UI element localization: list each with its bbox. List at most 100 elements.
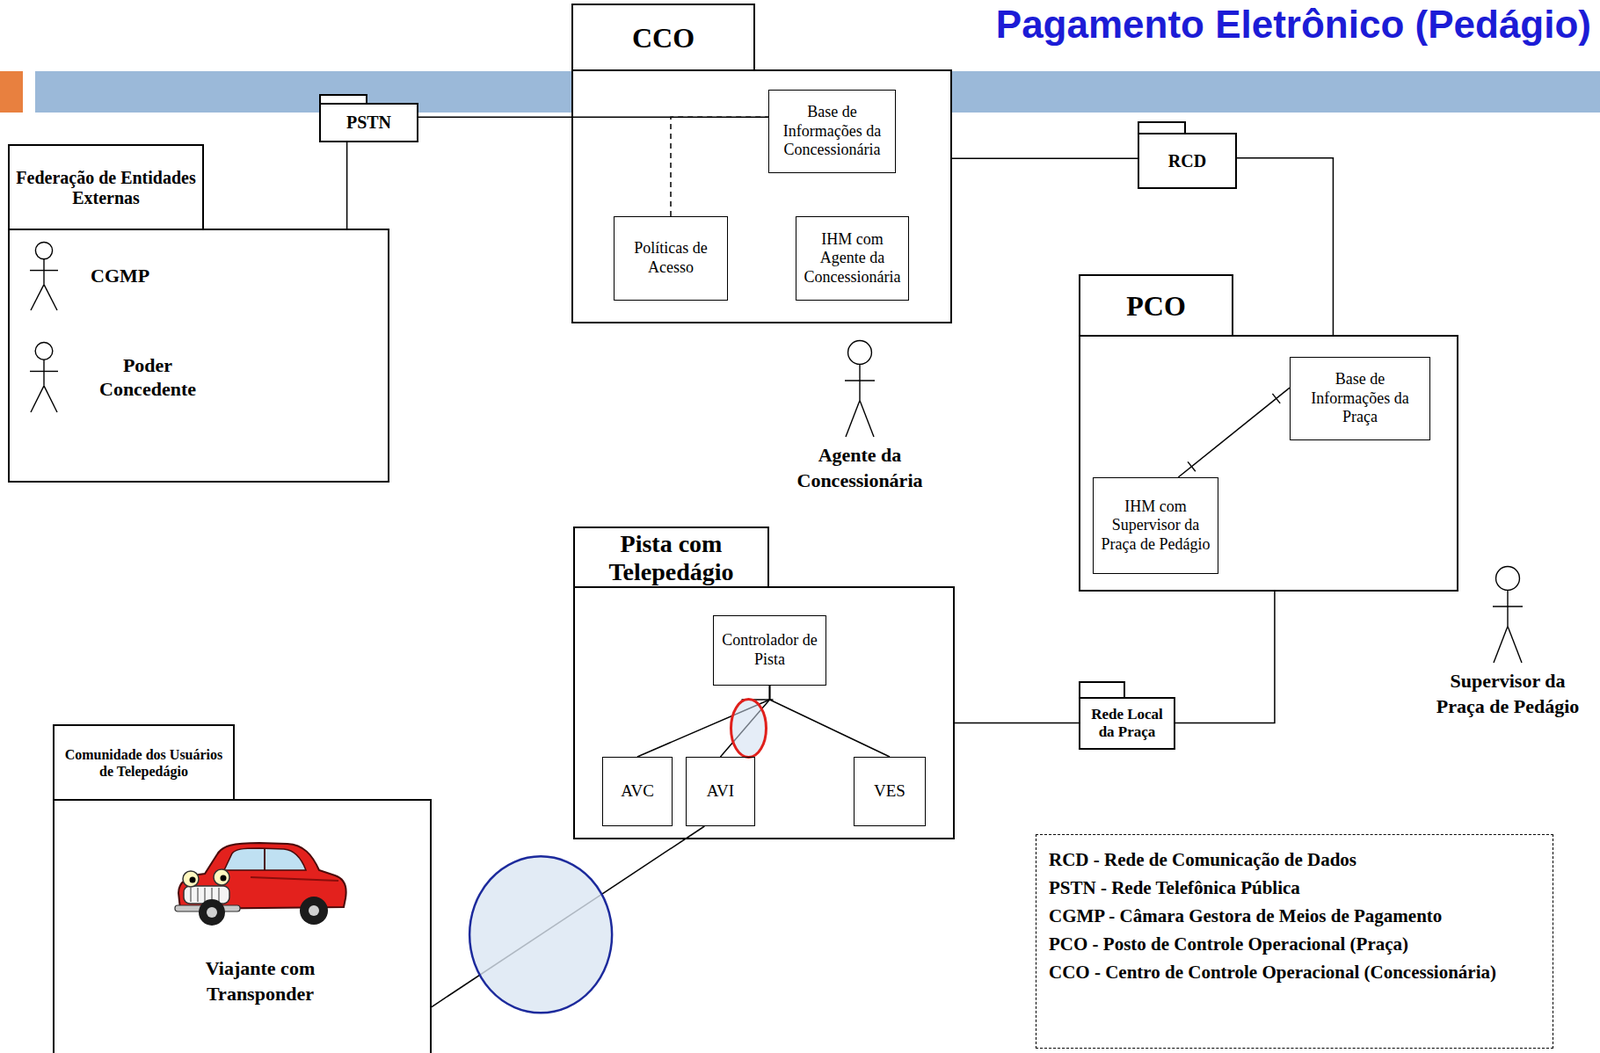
shape-ground	[1078, 334, 1459, 592]
package-tab	[1078, 681, 1126, 699]
component-box: IHM com Agente da Concessionária	[795, 216, 910, 301]
shape-ground	[7, 144, 204, 231]
legend-entry: CGMP - Câmara Gestora de Meios de Pagame…	[1048, 901, 1541, 931]
actor-limb	[30, 385, 44, 413]
package: PCOBase de Informações da PraçaIHM com S…	[1078, 334, 1459, 592]
actor-limb	[43, 385, 58, 413]
component-box: Base de Informações da Praça	[1289, 356, 1431, 441]
title-holder: Pagamento Eletrônico (Pedágio)	[996, 1, 1592, 49]
actor: Agente da Concessionária	[780, 339, 939, 494]
legend-text: PCO - Posto de Controle Operacional (Pra…	[1147, 930, 1541, 959]
car-headlight	[213, 869, 230, 886]
shape-ground	[795, 216, 910, 301]
accent-square	[0, 71, 23, 113]
car-pupil	[219, 875, 226, 882]
actor-head	[35, 242, 52, 260]
component-label: Políticas de Acesso	[618, 239, 723, 277]
package-tab: CCO	[571, 3, 756, 72]
package-name: PSTN	[346, 112, 392, 133]
actor: CGMP	[29, 240, 205, 312]
shape-ground	[52, 799, 432, 1053]
package: CCOBase de Informações da Concessionária…	[571, 69, 953, 324]
car-window	[224, 848, 306, 871]
shape-ground	[571, 3, 756, 72]
car-hub	[308, 905, 320, 917]
traveler-label: Viajante com Transponder	[185, 956, 335, 1007]
car-pupil	[189, 877, 196, 884]
package: Pista com TelepedágioControlador de Pist…	[573, 586, 955, 840]
legend-text: CGMP - Câmara Gestora de Meios de Pagame…	[1147, 901, 1541, 931]
car-wheel	[299, 896, 328, 925]
shape-ground	[853, 756, 926, 827]
package: Comunidade dos Usuários de TelepedágioVi…	[52, 799, 432, 1053]
actor-limb	[30, 284, 44, 311]
component-label: AVI	[706, 781, 735, 802]
actor-limb	[844, 379, 875, 381]
component-label: Base de Informações da Praça	[1294, 370, 1426, 428]
actor-label: CGMP	[90, 263, 150, 289]
car-illustration	[171, 835, 350, 927]
shape-ground	[768, 89, 896, 174]
shape-ground	[685, 756, 756, 827]
package-name: Federação de Entidades Externas	[14, 167, 197, 209]
car-stripe	[250, 877, 339, 881]
actor-limb	[1492, 605, 1523, 607]
shape-ground	[52, 724, 235, 801]
highlight-ellipse	[731, 699, 767, 758]
package-tab	[319, 94, 368, 105]
actor-label: Poder Concedente	[90, 353, 205, 402]
actor-limb	[858, 363, 860, 400]
legend-entry: PCO - Posto de Controle Operacional (Pra…	[1048, 930, 1541, 959]
connector	[720, 685, 771, 757]
legend-text: RCD - Rede de Comunicação de Dados	[1147, 845, 1541, 874]
package-name: RCD	[1168, 151, 1207, 172]
actor: Supervisor da Praça de Pedágio	[1424, 565, 1592, 720]
package: RCD	[1137, 132, 1237, 190]
actor-figure	[29, 341, 59, 414]
traveler: Viajante com Transponder	[154, 835, 366, 1007]
component-box: AVC	[602, 756, 673, 827]
actor-limb	[845, 400, 860, 437]
component-label: IHM com Agente da Concessionária	[800, 230, 904, 288]
actor-limb	[29, 370, 59, 372]
legend-text: CCO - Centro de Controle Operacional (Co…	[1147, 958, 1541, 987]
actor-label: Agente da Concessionária	[780, 443, 939, 494]
component-box: AVI	[685, 756, 756, 827]
legend-entry: CCO - Centro de Controle Operacional (Co…	[1048, 958, 1541, 987]
package-name: Rede Local da Praça	[1083, 705, 1171, 741]
legend-box: RCD - Rede de Comunicação de DadosPSTN -…	[1035, 834, 1554, 1049]
package-tab: Pista com Telepedágio	[573, 526, 770, 589]
package: Rede Local da Praça	[1078, 697, 1176, 750]
shape-ground	[613, 216, 728, 301]
legend-text: PSTN - Rede Telefônica Pública	[1147, 873, 1541, 902]
actor-head	[35, 342, 53, 361]
connector	[670, 116, 769, 217]
package-name: PCO	[1126, 290, 1186, 323]
shape-ground	[1289, 356, 1431, 441]
car-wheel	[198, 899, 226, 926]
actor-head	[848, 341, 873, 365]
connector	[952, 157, 1138, 160]
car-headlight	[182, 871, 199, 888]
connector	[770, 685, 891, 757]
legend-entry: RCD - Rede de Comunicação de Dados	[1048, 845, 1541, 874]
shape-ground	[1092, 477, 1219, 575]
component-label: Controlador de Pista	[718, 631, 822, 670]
component-box: Políticas de Acesso	[613, 216, 728, 301]
shape-ground	[1078, 681, 1126, 699]
connector	[418, 116, 769, 118]
component-box: Base de Informações da Concessionária	[768, 89, 896, 174]
connector	[346, 142, 349, 229]
actor-head	[1496, 567, 1520, 591]
actor-limb	[1507, 625, 1522, 663]
actor-limb	[43, 259, 44, 285]
actor-limb	[43, 359, 44, 386]
shape-ground	[573, 586, 955, 840]
actor-figure	[29, 240, 59, 312]
component-label: AVC	[620, 781, 655, 802]
shape-ground	[1078, 274, 1234, 337]
package-name: Comunidade dos Usuários de Telepedágio	[59, 747, 228, 780]
association-tick	[1187, 461, 1196, 472]
connector	[954, 722, 1079, 725]
